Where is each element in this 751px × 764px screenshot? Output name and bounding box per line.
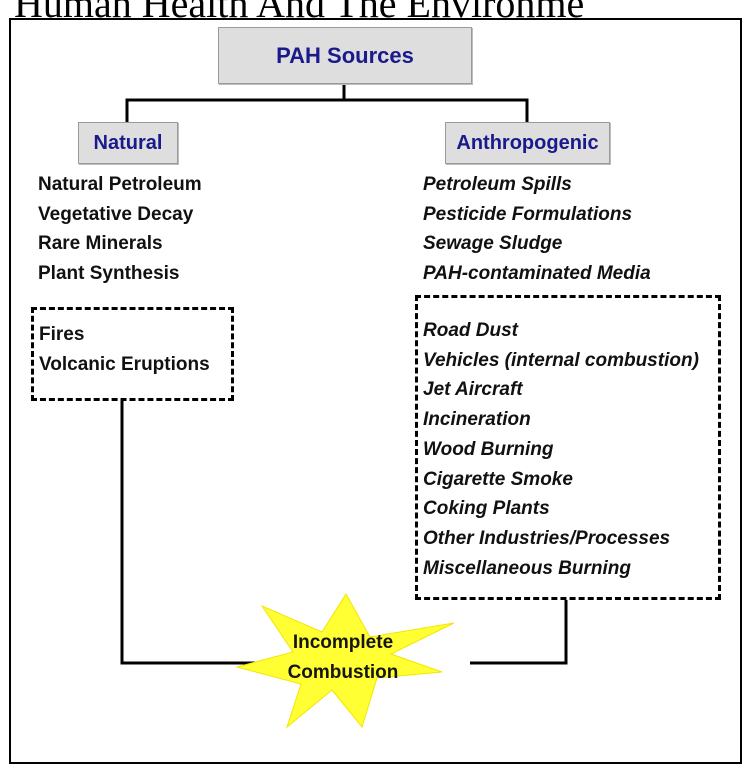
natural-combustion-list: Fires Volcanic Eruptions bbox=[39, 320, 210, 379]
tree-connector bbox=[125, 82, 529, 122]
anthropogenic-source-list: Petroleum Spills Pesticide Formulations … bbox=[423, 170, 651, 289]
list-item: Coking Plants bbox=[423, 498, 550, 520]
list-item: Fires bbox=[39, 324, 85, 345]
anthropogenic-combustion-list: Road Dust Vehicles (internal combustion)… bbox=[423, 316, 699, 583]
list-item: Miscellaneous Burning bbox=[423, 557, 631, 579]
list-item: Plant Synthesis bbox=[38, 263, 180, 285]
list-item: Rare Minerals bbox=[38, 233, 163, 255]
anthropogenic-combustion-group bbox=[415, 295, 721, 600]
list-item: Petroleum Spills bbox=[423, 174, 572, 195]
list-item: Jet Aircraft bbox=[423, 379, 523, 401]
list-item: Volcanic Eruptions bbox=[39, 353, 210, 375]
list-item: Road Dust bbox=[423, 320, 518, 341]
list-item: Natural Petroleum bbox=[38, 174, 202, 195]
anthro-to-burst-line bbox=[470, 600, 568, 665]
natural-combustion-group bbox=[31, 307, 234, 401]
list-item: Wood Burning bbox=[423, 438, 554, 460]
pah-sources-box: PAH Sources bbox=[218, 27, 472, 84]
burst-line-1: Incomplete bbox=[292, 632, 394, 653]
list-item: Incineration bbox=[423, 409, 531, 431]
list-item: Pesticide Formulations bbox=[423, 203, 633, 225]
incomplete-combustion-label: Incomplete Combustion bbox=[248, 628, 438, 688]
page-heading: Human Health And The Environme bbox=[14, 0, 585, 26]
natural-to-burst-line bbox=[120, 401, 262, 665]
natural-source-list: Natural Petroleum Vegetative Decay Rare … bbox=[38, 170, 202, 289]
list-item: Vegetative Decay bbox=[38, 203, 194, 225]
starburst-shape bbox=[235, 593, 455, 729]
list-item: PAH-contaminated Media bbox=[423, 263, 651, 285]
natural-box: Natural bbox=[78, 122, 178, 164]
list-item: Cigarette Smoke bbox=[423, 468, 573, 490]
list-item: Vehicles (internal combustion) bbox=[423, 349, 699, 371]
anthropogenic-box: Anthropogenic bbox=[445, 122, 610, 164]
list-item: Other Industries/Processes bbox=[423, 527, 671, 549]
list-item: Sewage Sludge bbox=[423, 233, 563, 255]
burst-line-2: Combustion bbox=[287, 662, 399, 683]
